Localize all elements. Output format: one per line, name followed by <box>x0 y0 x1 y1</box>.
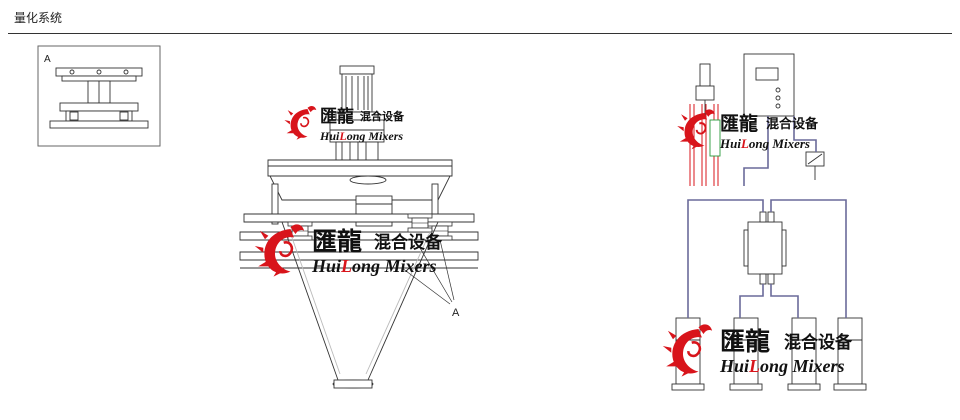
header-divider <box>8 33 952 34</box>
brand-watermark-3: 匯龍 混合设备 HuiLong Mixers <box>676 108 819 151</box>
watermark-product-cn: 混合设备 <box>374 232 443 253</box>
brand-watermark-1: 匯龍 混合设备 HuiLong Mixers <box>283 105 405 143</box>
signal-cables <box>687 116 847 318</box>
load-cell-module-detail <box>49 67 149 129</box>
detail-a-label: A <box>44 54 51 65</box>
wiring-diagram <box>671 53 867 391</box>
callout-leaders <box>401 239 455 305</box>
callout-a-label: A <box>452 307 460 319</box>
watermark-product-cn: 混合设备 <box>784 332 853 353</box>
dragon-logo-icon <box>676 108 716 151</box>
watermark-brand-cn: 匯龍 <box>312 227 362 256</box>
watermark-brand-cn: 匯龍 <box>720 327 770 356</box>
watermark-brand-en: HuiLong Mixers <box>311 256 437 276</box>
dragon-logo-icon <box>283 105 318 141</box>
brand-watermark-4: 匯龍 混合设备 HuiLong Mixers <box>661 323 853 378</box>
conical-mixer-drawing <box>239 65 479 389</box>
watermark-brand-en: HuiLong Mixers <box>719 136 810 151</box>
detail-a-box: A <box>37 45 161 147</box>
watermark-product-cn: 混合设备 <box>766 116 819 132</box>
watermark-brand-cn: 匯龍 <box>720 112 758 135</box>
watermark-brand-en: HuiLong Mixers <box>719 356 845 376</box>
page-header: 量化系统 <box>0 0 960 40</box>
watermark-brand-cn: 匯龍 <box>320 106 354 127</box>
page-title: 量化系统 <box>14 11 63 25</box>
brand-watermark-2: 匯龍 混合设备 HuiLong Mixers <box>253 223 443 278</box>
watermark-brand-en: HuiLong Mixers <box>319 129 403 143</box>
watermark-product-cn: 混合设备 <box>360 109 405 123</box>
